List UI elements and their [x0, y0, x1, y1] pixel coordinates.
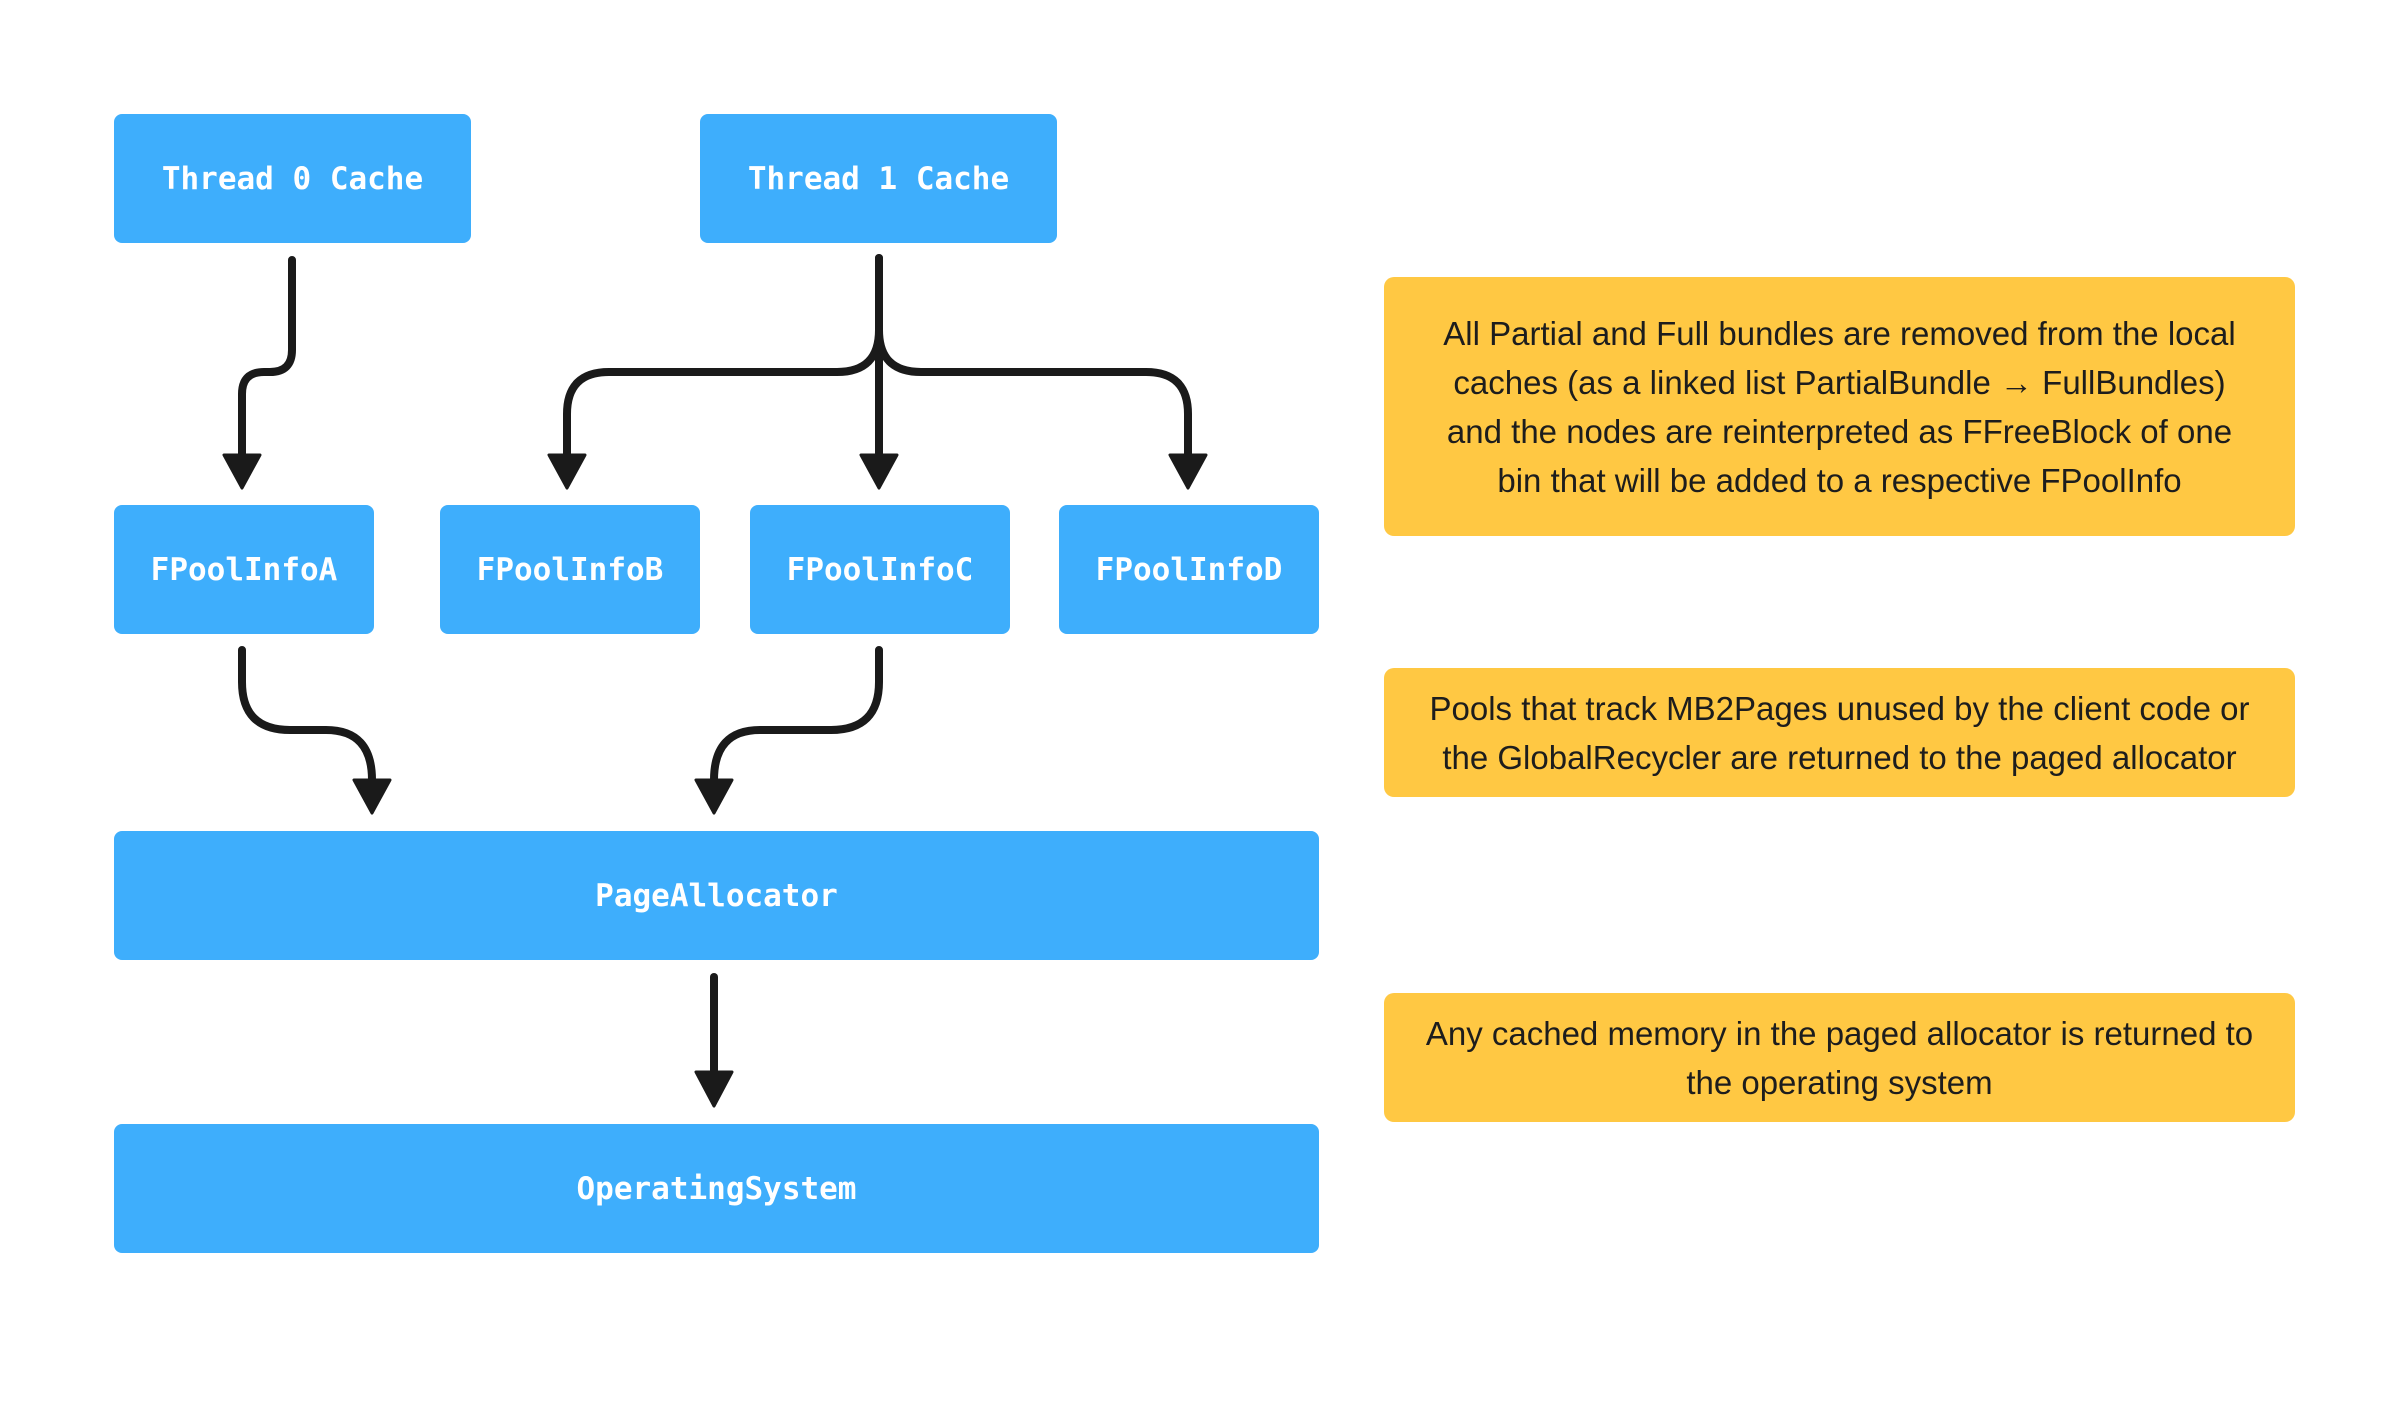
arrow-thread0-to-poola [238, 256, 296, 469]
arrowhead-pageallocator-right [694, 778, 734, 815]
fpoolinfo-d-node: FPoolInfoD [1059, 505, 1319, 634]
fpoolinfo-a-node: FPoolInfoA [114, 505, 374, 634]
arrowhead-poolc [859, 453, 899, 490]
arrowhead-poolb [547, 453, 587, 490]
arrow-poolc-to-pageallocator [710, 646, 883, 794]
thread-0-cache-node: Thread 0 Cache [114, 114, 471, 243]
thread-1-cache-node: Thread 1 Cache [700, 114, 1057, 243]
arrow-thread1-to-poold [875, 326, 1192, 469]
cached-memory-note: Any cached memory in the paged allocator… [1384, 993, 2295, 1122]
operating-system-node: OperatingSystem [114, 1124, 1319, 1253]
fpoolinfo-b-node: FPoolInfoB [440, 505, 700, 634]
fpoolinfo-c-node: FPoolInfoC [750, 505, 1010, 634]
pools-note: Pools that track MB2Pages unused by the … [1384, 668, 2295, 797]
arrow-poola-to-pageallocator [238, 646, 376, 794]
bundles-note: All Partial and Full bundles are removed… [1384, 277, 2295, 536]
page-allocator-node: PageAllocator [114, 831, 1319, 960]
arrowhead-poold [1168, 453, 1208, 490]
arrowhead-os [694, 1070, 734, 1108]
arrowhead-poola [222, 453, 262, 490]
arrow-thread1-to-poolb [563, 254, 883, 469]
arrowhead-pageallocator-left [352, 778, 392, 815]
